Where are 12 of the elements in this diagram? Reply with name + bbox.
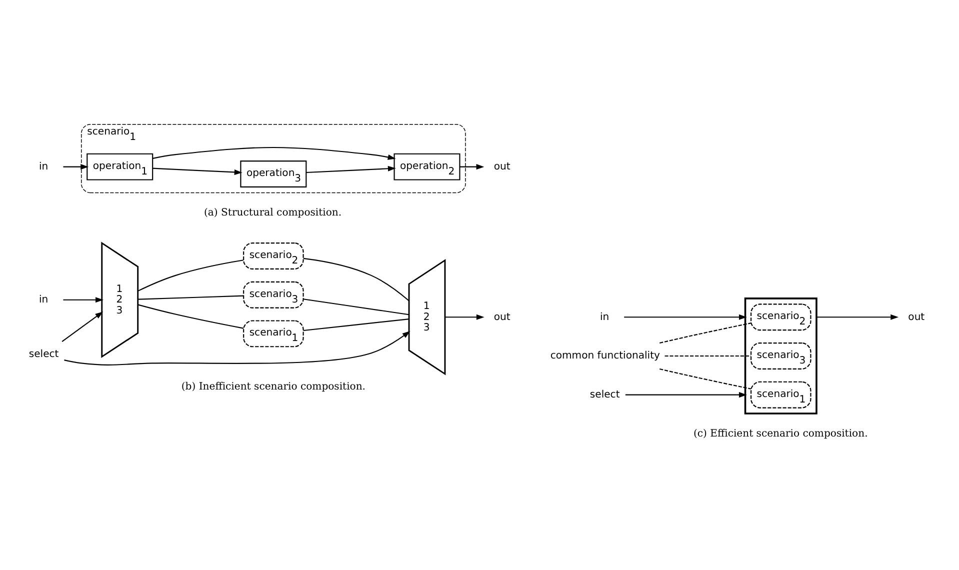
node-text: select [28, 348, 59, 360]
label: (c) Efficient scenario composition. [693, 428, 868, 439]
node-text: in [38, 160, 48, 172]
node-text: select [590, 388, 620, 400]
label: (a) Structural composition. [204, 207, 342, 218]
node-text: in [600, 311, 610, 322]
node-text: out [494, 160, 510, 172]
node-text: common functionality [550, 350, 660, 362]
label: (b) Inefficient scenario composition. [181, 381, 366, 392]
node-text: out [494, 311, 510, 322]
node-text: in [38, 294, 48, 306]
node-text: out [908, 311, 925, 322]
